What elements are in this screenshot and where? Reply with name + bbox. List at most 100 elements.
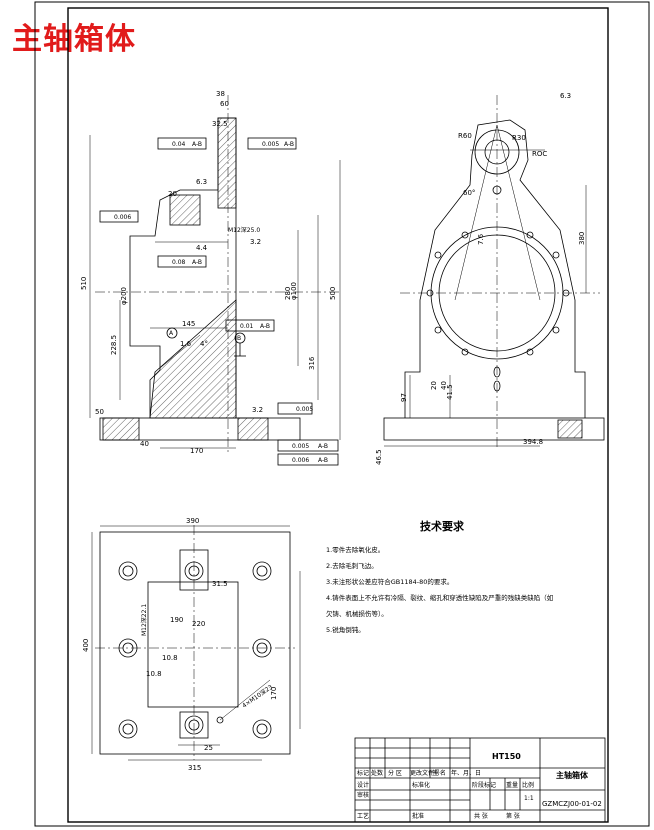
- dim-50: 50: [95, 408, 104, 416]
- datum-ab-2: A-B: [284, 141, 294, 148]
- dim-31-5: 31.5: [212, 580, 228, 588]
- dim-phi100: φ100: [290, 282, 298, 300]
- front-view-labels: 38 60 32.5 0.04 A-B 0.005 A-B 0.006 0.08…: [80, 90, 337, 464]
- tb-head-zone: 分 区: [388, 769, 402, 777]
- datum-ab-4: A-B: [260, 323, 270, 330]
- datum-ab-3: A-B: [192, 259, 202, 266]
- side-body-outline: [404, 119, 586, 418]
- roughness-1-6: 1.6: [180, 340, 192, 348]
- tr-heading: 技术要求: [420, 519, 465, 533]
- angle-4deg: 4°: [200, 340, 208, 348]
- side-base: [383, 417, 605, 441]
- front-top-hatch: [217, 117, 237, 209]
- material: HT150: [492, 752, 521, 761]
- tb-approve: 批准: [412, 812, 424, 820]
- tb-sheet-total: 共 张: [474, 812, 488, 820]
- dim-220: 220: [192, 620, 205, 628]
- tb-head-date: 年、月、日: [451, 769, 481, 777]
- tb-stage-mark: 阶段标记: [472, 781, 496, 789]
- tol-0-08: 0.08: [172, 259, 186, 266]
- tol-0-04: 0.04: [172, 141, 186, 148]
- tol-0-005-b: 0.005: [296, 406, 313, 413]
- dim-r30: R30: [512, 134, 526, 142]
- dim-394-8: 394.8: [523, 438, 543, 446]
- dim-20: 20: [168, 190, 177, 198]
- dim-316: 316: [308, 356, 316, 370]
- tr-item-1: 1.零件去除氧化皮。: [326, 545, 384, 554]
- dim-20-side: 20: [430, 381, 438, 390]
- front-boss-hatch: [169, 194, 201, 226]
- tr-item-5: 5.锐角倒钝。: [326, 625, 365, 634]
- roughness-3-2: 3.2: [250, 238, 261, 246]
- tb-scale-value: 1:1: [524, 795, 534, 802]
- side-view: [383, 95, 605, 450]
- dim-145: 145: [182, 320, 195, 328]
- base-left-hatch: [102, 417, 140, 441]
- tr-item-2: 2.去除毛刺飞边。: [326, 561, 378, 570]
- roughness-6-3-side: 6.3: [560, 92, 571, 100]
- dim-10-8-b: 10.8: [146, 670, 162, 678]
- tb-process: 工艺: [357, 812, 369, 820]
- datum-ab-1: A-B: [192, 141, 202, 148]
- side-view-labels: R60 R30 ROC 60° 380 7.6 394.8 40 20 41.5…: [375, 92, 586, 465]
- dim-m12: M12深25.0: [228, 226, 260, 234]
- datum-ab-5: A-B: [318, 443, 328, 450]
- dim-7-6: 7.6: [477, 233, 485, 245]
- tb-head-sign: 签 名: [432, 769, 446, 777]
- dim-500: 500: [329, 287, 337, 300]
- tb-standardize: 标准化: [412, 781, 430, 789]
- dim-315: 315: [188, 764, 201, 772]
- base-right-hatch: [237, 417, 269, 441]
- dim-38: 38: [216, 90, 225, 98]
- tol-0-006: 0.006: [114, 214, 131, 221]
- dim-280: 280: [284, 287, 292, 300]
- datum-ab-6: A-B: [318, 457, 328, 464]
- tol-0-005-c: 0.005: [292, 443, 309, 450]
- tb-design: 设计: [357, 781, 369, 789]
- dim-510: 510: [80, 277, 88, 290]
- top-inner-rect: [147, 581, 239, 708]
- dim-190: 190: [170, 616, 183, 624]
- dim-97: 97: [400, 393, 408, 402]
- dim-10-8-a: 10.8: [162, 654, 178, 662]
- dim-400: 400: [82, 639, 90, 652]
- dim-m12-top: M12深22.1: [140, 604, 148, 636]
- technical-requirements: 技术要求 1.零件去除氧化皮。 2.去除毛刺飞边。 3.未注形状公差应符合GB1…: [326, 519, 553, 634]
- dim-46-5: 46.5: [375, 449, 383, 465]
- tol-0-006-b: 0.006: [292, 457, 309, 464]
- tr-item-4: 4.铸件表面上不允许有冷隔、裂纹、缩孔和穿透性缺陷及严重的残缺类缺陷（如: [326, 593, 553, 602]
- datum-b: B: [237, 335, 241, 342]
- dim-40: 40: [140, 440, 149, 448]
- tb-head-mark: 标记: [357, 769, 369, 777]
- dim-roc: ROC: [532, 150, 547, 158]
- dim-380: 380: [578, 232, 586, 245]
- tb-sheet-no: 第 张: [506, 812, 520, 820]
- dim-41-5: 41.5: [446, 384, 454, 400]
- dim-228-5: 228.5: [110, 335, 118, 355]
- tb-review: 审核: [357, 791, 369, 799]
- roughness-6-3: 6.3: [196, 178, 207, 186]
- roughness-3-2-b: 3.2: [252, 406, 263, 414]
- datum-a: A: [169, 330, 174, 337]
- tb-head-change: 更改文件号: [410, 769, 440, 777]
- tol-0-01: 0.01: [240, 323, 254, 330]
- dim-25: 25: [204, 744, 213, 752]
- page-title: 主轴箱体: [12, 22, 136, 57]
- inner-border: [67, 7, 609, 823]
- tb-weight: 重量: [506, 781, 518, 789]
- top-outline: [99, 531, 291, 755]
- angle-60: 60°: [463, 189, 475, 197]
- dim-phi200: φ200: [120, 287, 128, 305]
- dim-32-5: 32.5: [212, 120, 228, 128]
- dim-170-top: 170: [270, 687, 278, 700]
- dim-170: 170: [190, 447, 203, 455]
- dim-r60: R60: [458, 132, 472, 140]
- tr-item-3: 3.未注形状公差应符合GB1184-80的要求。: [326, 577, 453, 586]
- front-view: [89, 95, 341, 466]
- drawing-number: GZMCZJ00-01-02: [542, 800, 602, 808]
- title-block: [354, 737, 606, 823]
- top-view: [91, 525, 301, 761]
- tb-head-count: 处数: [371, 769, 383, 777]
- tb-scale: 比例: [522, 781, 534, 789]
